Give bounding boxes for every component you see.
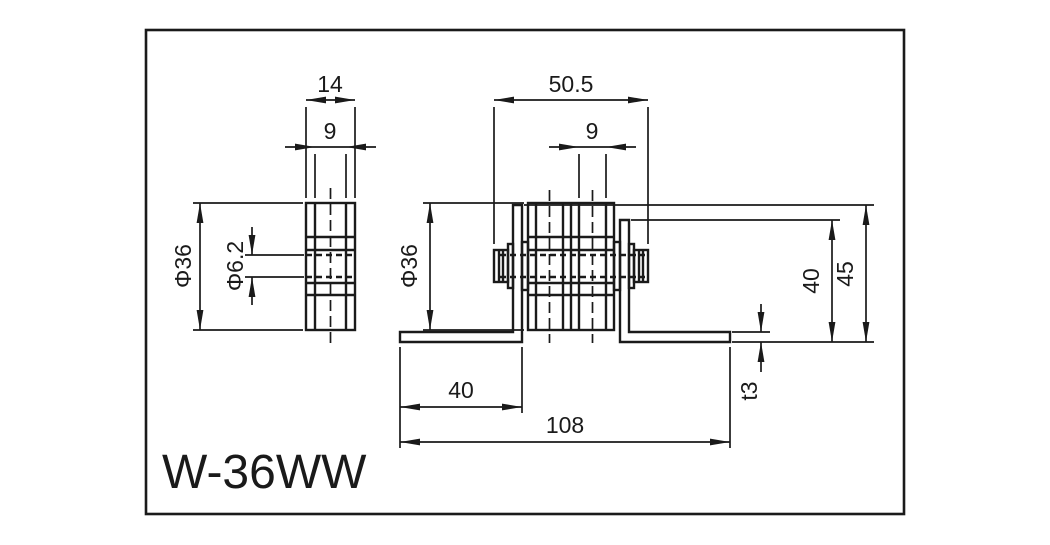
dim-right-assembly-width: 50.5 [493, 71, 649, 244]
dim-label-t3: t3 [736, 381, 762, 400]
dim-label-50-5: 50.5 [549, 71, 594, 97]
dim-left-outer-diameter: Φ36 [170, 202, 303, 331]
dim-label-40-leg: 40 [448, 377, 474, 403]
right-view-assembly [398, 190, 732, 344]
dim-plate-thickness: t3 [732, 304, 770, 401]
dim-label-9-right: 9 [586, 118, 599, 144]
dim-label-phi6-2: Φ6.2 [222, 241, 248, 291]
left-view-wheel-profile [304, 188, 357, 345]
dim-height-40: 40 [631, 219, 840, 342]
dim-label-phi36-right: Φ36 [396, 244, 422, 288]
dim-overall-width: 108 [400, 347, 731, 448]
left-spacer [520, 240, 530, 292]
nut [632, 248, 650, 284]
right-angle-bracket [618, 218, 732, 344]
dim-label-108: 108 [546, 412, 584, 438]
dim-right-wheel-diameter: Φ36 [396, 202, 524, 331]
dim-left-overall-width: 14 [305, 71, 356, 198]
drawing-frame [144, 28, 906, 516]
dim-label-40-height: 40 [798, 268, 824, 294]
dim-left-tread-width: 9 [285, 118, 376, 198]
dim-label-phi36-left: Φ36 [170, 244, 196, 288]
dim-label-14: 14 [317, 71, 343, 97]
dim-height-45: 45 [524, 204, 874, 343]
dim-label-45: 45 [832, 261, 858, 287]
part-number-label: W-36WW [162, 446, 367, 499]
wheel-outline [304, 201, 357, 332]
bolt-head [492, 248, 510, 284]
left-angle-bracket [398, 203, 524, 344]
right-spacer [612, 240, 622, 292]
dim-label-9-left: 9 [324, 118, 337, 144]
dim-leg-length: 40 [399, 347, 523, 448]
dim-right-tread-width: 9 [549, 118, 636, 198]
dim-left-bore-diameter: Φ6.2 [222, 227, 304, 305]
